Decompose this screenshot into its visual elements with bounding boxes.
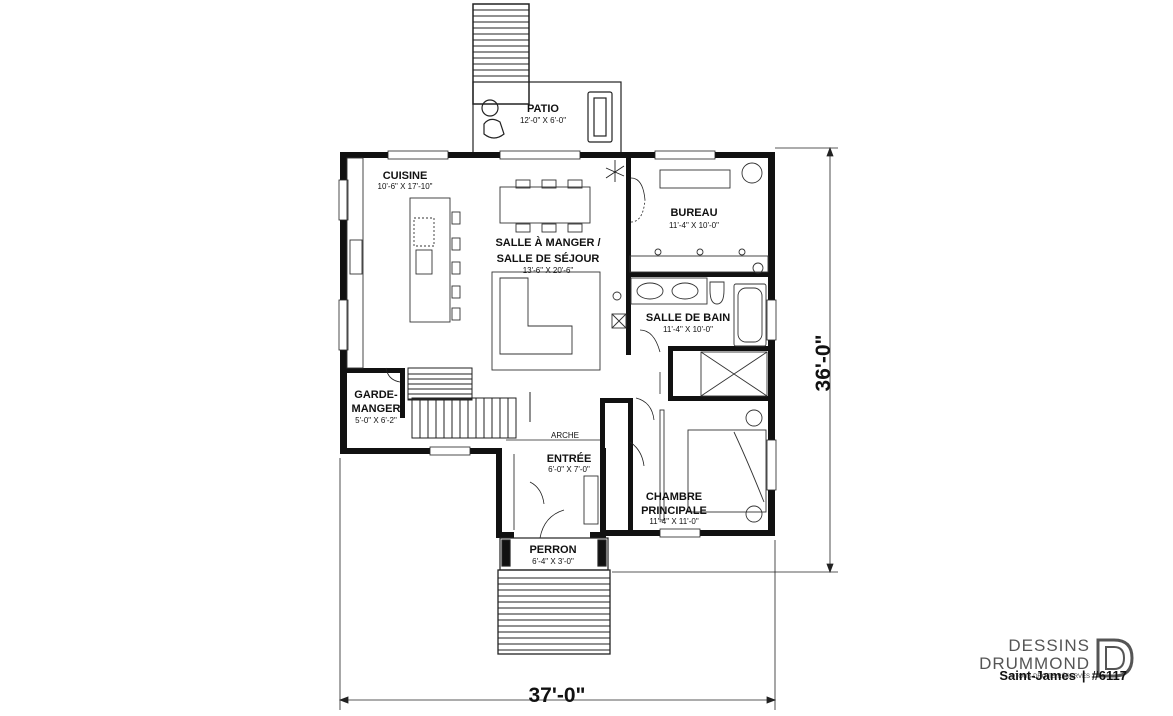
dining-chair xyxy=(515,223,531,233)
brand-name-line1: DESSINS xyxy=(1008,636,1090,655)
chambre-dim: 11'-4" X 11'-0" xyxy=(649,517,699,526)
caption-separator: | xyxy=(1081,668,1086,683)
brand-logo-icon xyxy=(1096,638,1134,678)
patio-dim: 12'-0" X 6'-0" xyxy=(520,116,566,125)
salle-manger-label-2: SALLE DE SÉJOUR xyxy=(497,252,600,265)
kitchen-fixtures xyxy=(346,157,461,369)
dimension-lines xyxy=(338,146,838,710)
arche-label: ARCHE xyxy=(551,431,579,440)
brand-block: DESSINS DRUMMOND ©TOUS DROITS RÉSERVÉS xyxy=(960,636,1136,686)
salle-manger-dim: 13'-6" X 20'-6" xyxy=(523,266,574,275)
model-name: Saint-James xyxy=(999,668,1076,683)
dining-living-furniture xyxy=(491,160,625,371)
depth-dimension: 36'-0" xyxy=(812,335,835,392)
cuisine-dim: 10'-6" X 17'-10" xyxy=(378,182,433,191)
bureau-dim: 11'-4" X 10'-0" xyxy=(669,221,719,230)
dining-chair xyxy=(541,179,557,189)
front-stairs xyxy=(497,569,611,655)
plan-caption: Saint-James | #6117 xyxy=(999,668,1127,683)
bureau-furniture xyxy=(629,162,769,274)
dining-chair xyxy=(541,223,557,233)
bar-stool xyxy=(451,285,461,299)
bar-stool xyxy=(451,237,461,251)
garde-manger-label-1: GARDE- xyxy=(354,389,398,401)
dining-chair xyxy=(515,179,531,189)
garde-manger-label-2: MANGER xyxy=(352,403,401,415)
entree-dim: 6'-0" X 7'-0" xyxy=(548,465,590,474)
entry-closet xyxy=(513,454,599,530)
bar-stool xyxy=(451,261,461,275)
patio-label: PATIO xyxy=(527,103,559,115)
perron-label: PERRON xyxy=(529,544,576,556)
chambre-label-1: CHAMBRE xyxy=(646,491,702,503)
bathroom-fixtures xyxy=(611,277,767,347)
plan-number: #6117 xyxy=(1091,668,1127,683)
bar-stool xyxy=(451,211,461,225)
windows xyxy=(338,150,777,538)
bedroom-furniture xyxy=(659,409,767,523)
bureau-label: BUREAU xyxy=(670,207,717,219)
chambre-label-2: PRINCIPALE xyxy=(641,505,707,517)
garde-manger-dim: 5'-0" X 6'-2" xyxy=(355,416,397,425)
interior-stairs xyxy=(407,367,531,439)
width-dimension: 37'-0" xyxy=(529,684,586,707)
interior-walls xyxy=(347,158,771,533)
dining-chair xyxy=(567,223,583,233)
dining-chair xyxy=(567,179,583,189)
entree-label: ENTRÉE xyxy=(547,452,592,465)
rear-stairs xyxy=(472,3,530,105)
salle-bain-dim: 11'-4" X 10'-0" xyxy=(663,325,713,334)
doors xyxy=(385,177,661,539)
salle-manger-label-1: SALLE À MANGER / xyxy=(495,236,600,249)
cuisine-label: CUISINE xyxy=(383,170,428,182)
brand-name-line2: DRUMMOND xyxy=(979,654,1090,673)
brand-rights: ©TOUS DROITS RÉSERVÉS xyxy=(1010,674,1090,680)
perron-dim: 6'-4" X 3'-0" xyxy=(532,557,574,566)
room-labels: PATIO 12'-0" X 6'-0" CUISINE 10'-6" X 17… xyxy=(352,103,731,566)
shower xyxy=(700,351,768,397)
salle-bain-label: SALLE DE BAIN xyxy=(646,312,730,324)
bar-stool xyxy=(451,307,461,321)
